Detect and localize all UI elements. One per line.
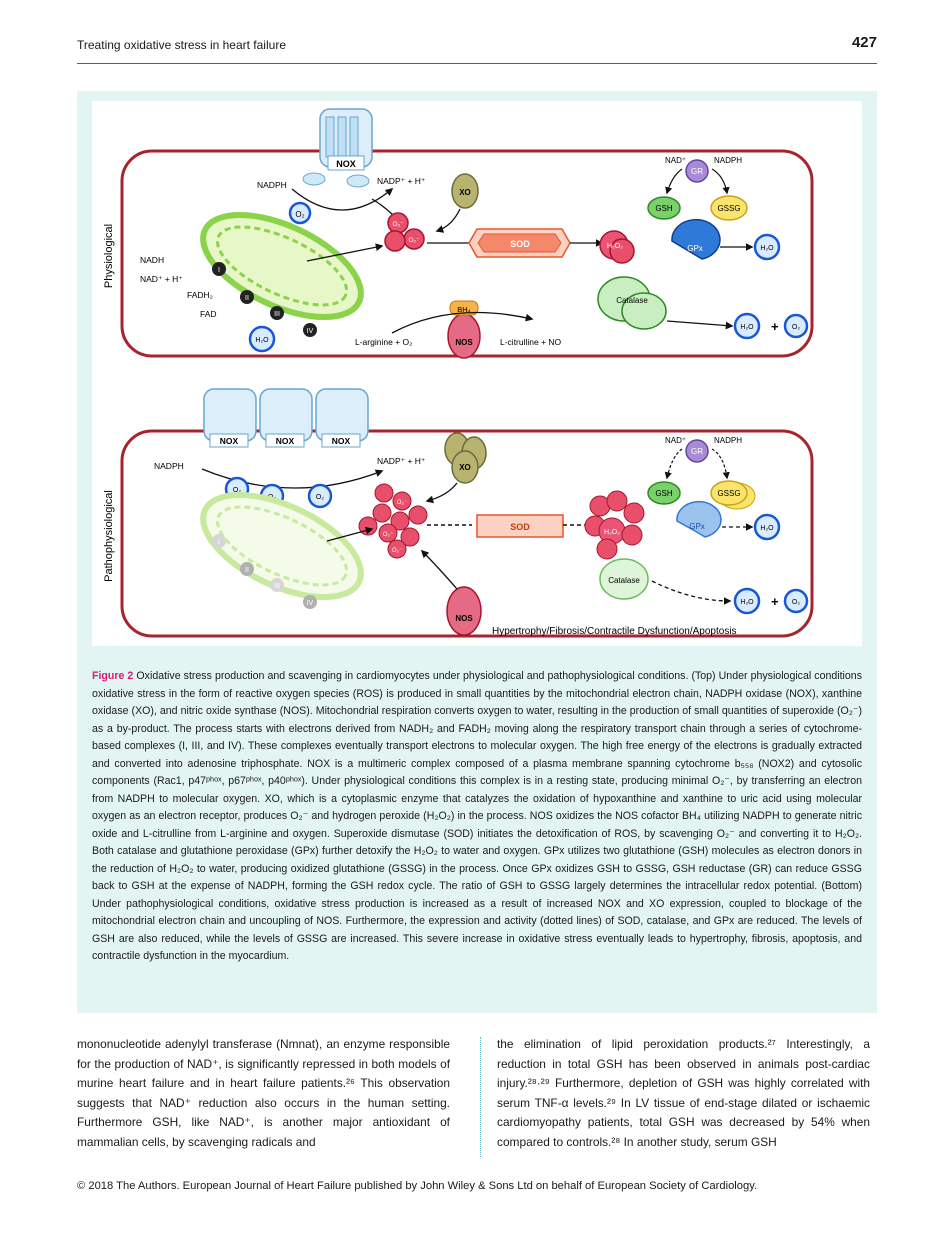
svg-text:H₂O: H₂O	[255, 337, 269, 344]
svg-text:GR: GR	[691, 447, 703, 456]
sod-enzyme: SOD	[469, 229, 570, 257]
sod-enzyme-bottom: SOD	[477, 515, 563, 537]
svg-text:III: III	[274, 311, 280, 318]
svg-text:NAD⁺: NAD⁺	[665, 156, 686, 165]
physiological-panel: Physiological NOX NADPH NADP⁺ + H⁺	[103, 109, 812, 358]
svg-text:NAD⁺: NAD⁺	[665, 436, 686, 445]
svg-text:FADH₂: FADH₂	[187, 290, 213, 300]
svg-text:IV: IV	[307, 600, 314, 607]
svg-text:NADP⁺ + H⁺: NADP⁺ + H⁺	[377, 176, 426, 186]
body-column-right: the elimination of lipid peroxidation pr…	[497, 1035, 870, 1153]
svg-text:GR: GR	[691, 167, 703, 176]
svg-text:GSH: GSH	[655, 489, 673, 498]
svg-text:I: I	[218, 267, 220, 274]
nox-complex-1: NOX	[204, 389, 256, 447]
svg-text:II: II	[245, 295, 249, 302]
svg-text:H₂O: H₂O	[760, 245, 774, 252]
running-title: Treating oxidative stress in heart failu…	[77, 38, 286, 52]
figure-2: Physiological NOX NADPH NADP⁺ + H⁺	[77, 91, 877, 1013]
outcome-label: Hypertrophy/Fibrosis/Contractile Dysfunc…	[492, 626, 737, 637]
svg-text:Catalase: Catalase	[616, 296, 648, 305]
svg-text:I: I	[218, 539, 220, 546]
svg-text:GPx: GPx	[689, 522, 705, 531]
column-divider	[480, 1037, 481, 1157]
svg-text:O₂: O₂	[295, 210, 304, 219]
gpx-enzyme	[672, 220, 720, 259]
svg-text:NAD⁺ + H⁺: NAD⁺ + H⁺	[140, 274, 183, 284]
svg-text:NOS: NOS	[455, 614, 473, 623]
svg-text:O₂: O₂	[316, 494, 324, 501]
svg-text:L-citrulline + NO: L-citrulline + NO	[500, 337, 562, 347]
body-column-left: mononucleotide adenylyl transferase (Nmn…	[77, 1035, 450, 1153]
svg-text:III: III	[274, 583, 280, 590]
svg-text:NOX: NOX	[220, 436, 239, 446]
svg-text:IV: IV	[307, 328, 314, 335]
caption-text: Oxidative stress production and scavengi…	[92, 670, 862, 962]
svg-text:GSSG: GSSG	[717, 204, 740, 213]
svg-text:O₂⁻: O₂⁻	[392, 221, 404, 228]
pathophysiological-panel: Pathophysiological NOX NOX NOX N	[103, 389, 812, 637]
svg-text:NOX: NOX	[332, 436, 351, 446]
svg-text:H₂O: H₂O	[740, 599, 754, 606]
figure-diagram: Physiological NOX NADPH NADP⁺ + H⁺	[92, 101, 862, 646]
svg-text:FAD: FAD	[200, 309, 217, 319]
side-label-pathophysiological: Pathophysiological	[103, 490, 115, 582]
svg-text:XO: XO	[459, 188, 471, 197]
svg-text:NADP⁺ + H⁺: NADP⁺ + H⁺	[377, 456, 426, 466]
figure-caption: Figure 2 Oxidative stress production and…	[92, 668, 862, 966]
svg-text:GSH: GSH	[655, 204, 673, 213]
svg-text:H₂O: H₂O	[760, 525, 774, 532]
h2o2-cluster: H₂O₂	[585, 491, 644, 559]
svg-text:H₂O: H₂O	[740, 324, 754, 331]
diagram-svg: Physiological NOX NADPH NADP⁺ + H⁺	[92, 101, 862, 646]
svg-text:H₂O₂: H₂O₂	[607, 243, 623, 250]
header-rule	[77, 63, 877, 64]
svg-text:XO: XO	[459, 463, 471, 472]
svg-text:NOX: NOX	[336, 159, 356, 169]
superoxide-cluster-large: O₂⁻ O₂⁻ O₂⁻	[359, 484, 427, 558]
svg-text:O₂⁻: O₂⁻	[383, 532, 393, 538]
svg-text:O₂⁻: O₂⁻	[408, 237, 420, 244]
svg-text:GPx: GPx	[687, 244, 703, 253]
svg-text:+: +	[771, 319, 779, 334]
svg-text:Catalase: Catalase	[608, 576, 640, 585]
svg-text:II: II	[245, 567, 249, 574]
svg-text:NADPH: NADPH	[714, 436, 742, 445]
gpx-enzyme-bottom	[677, 502, 721, 537]
svg-text:NADH: NADH	[140, 255, 164, 265]
page-number: 427	[852, 34, 877, 51]
nox-complex: NOX	[303, 109, 372, 187]
svg-text:L-arginine + O₂: L-arginine + O₂	[355, 337, 412, 347]
copyright-footer: © 2018 The Authors. European Journal of …	[77, 1180, 757, 1192]
svg-text:NADPH: NADPH	[154, 461, 184, 471]
svg-text:NOX: NOX	[276, 436, 295, 446]
nox-complex-3: NOX	[316, 389, 368, 447]
svg-text:H₂O₂: H₂O₂	[604, 529, 620, 536]
nos-bottom	[447, 587, 481, 635]
svg-text:SOD: SOD	[510, 522, 530, 532]
nos-top	[448, 314, 480, 358]
svg-text:O₂⁻: O₂⁻	[397, 500, 407, 506]
superoxide-cluster: O₂⁻ O₂⁻	[385, 213, 424, 251]
svg-text:NADPH: NADPH	[257, 180, 287, 190]
side-label-physiological: Physiological	[103, 224, 115, 288]
svg-text:NOS: NOS	[455, 338, 473, 347]
nox-complex-2: NOX	[260, 389, 312, 447]
svg-text:NADPH: NADPH	[714, 156, 742, 165]
svg-text:+: +	[771, 594, 779, 609]
figure-label: Figure 2	[92, 670, 133, 682]
svg-text:O₂⁻: O₂⁻	[392, 548, 402, 554]
svg-text:SOD: SOD	[510, 239, 530, 249]
svg-text:O₂: O₂	[792, 324, 800, 331]
svg-text:O₂: O₂	[792, 599, 800, 606]
svg-text:GSSG: GSSG	[717, 489, 740, 498]
